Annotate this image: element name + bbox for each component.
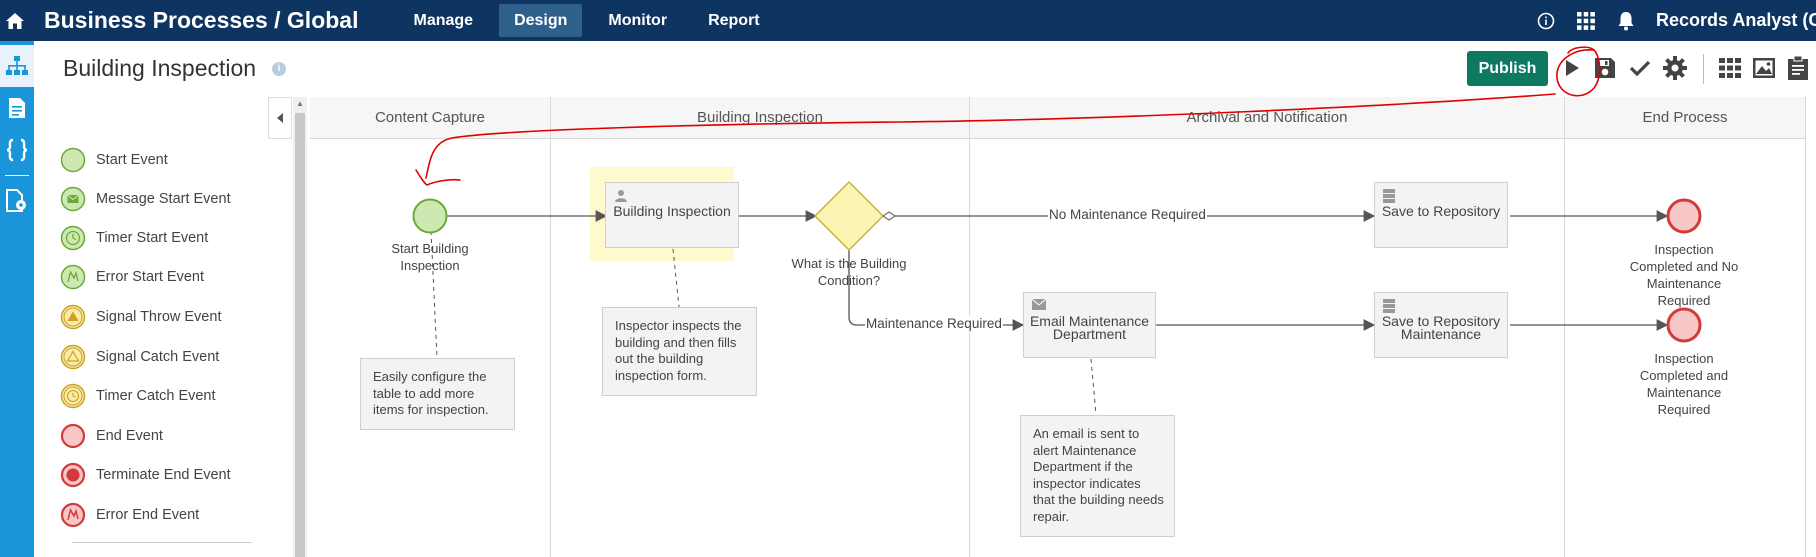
palette-start-event[interactable]: Start Event (60, 146, 168, 174)
process-canvas[interactable]: Content Capture Building Inspection Arch… (310, 97, 1816, 557)
gateway-label: What is the Building Condition? (791, 256, 907, 288)
info-icon[interactable] (1536, 11, 1556, 31)
title-info-icon[interactable]: i (272, 62, 286, 76)
main-nav: Manage Design Monitor Report (398, 0, 785, 41)
task-save-repository[interactable]: Save to Repository (1374, 182, 1508, 248)
palette-end-event[interactable]: End Event (60, 422, 163, 450)
end-event-2-label: Inspection Completed and Maintenance Req… (1639, 351, 1729, 417)
table-grid-icon[interactable] (1718, 56, 1742, 80)
publish-button[interactable]: Publish (1467, 51, 1548, 86)
service-task-icon (1383, 299, 1395, 313)
message-start-event-icon (60, 186, 86, 212)
image-icon[interactable] (1752, 56, 1776, 80)
user-task-icon (615, 190, 627, 202)
signal-throw-event-icon (60, 304, 86, 330)
annotation-start[interactable]: Easily configure the table to add more i… (360, 358, 515, 430)
annotation-inspection[interactable]: Inspector inspects the building and then… (602, 307, 757, 396)
palette-terminate-end-event[interactable]: Terminate End Event (60, 461, 231, 489)
palette-label: Message Start Event (96, 191, 231, 207)
error-end-event-icon (60, 502, 86, 528)
scrollbar-thumb[interactable] (295, 113, 305, 557)
palette-signal-throw-event[interactable]: Signal Throw Event (60, 303, 221, 331)
lane-divider (550, 97, 551, 557)
end-event-icon (60, 423, 86, 449)
palette-label: End Event (96, 428, 163, 444)
flow-label-no-maintenance[interactable]: No Maintenance Required (1048, 207, 1207, 222)
task-building-inspection[interactable]: Building Inspection (605, 182, 739, 248)
palette-label: Timer Catch Event (96, 388, 216, 404)
nav-design[interactable]: Design (499, 4, 583, 37)
settings-gear-icon[interactable] (1663, 56, 1687, 80)
left-rail (0, 41, 34, 557)
validate-check-icon[interactable] (1628, 56, 1652, 80)
home-icon[interactable] (0, 0, 30, 41)
palette-error-start-event[interactable]: Error Start Event (60, 263, 204, 291)
app-grid-icon[interactable] (1576, 11, 1596, 31)
bell-icon[interactable] (1616, 11, 1636, 31)
start-event[interactable] (412, 198, 448, 234)
end-event-1[interactable] (1666, 198, 1702, 234)
task-save-repository-maintenance[interactable]: Save to Repository Maintenance (1374, 292, 1508, 358)
palette-label: Error End Event (96, 507, 200, 523)
top-right-tools: Records Analyst (C (1536, 0, 1816, 41)
user-menu[interactable]: Records Analyst (C (1656, 10, 1816, 30)
lane-divider (1564, 97, 1565, 557)
palette-label: Error Start Event (96, 269, 204, 285)
code-braces-icon[interactable] (0, 129, 34, 171)
collapse-palette-button[interactable] (268, 97, 292, 139)
top-bar: Business Processes / Global Manage Desig… (0, 0, 1816, 41)
palette-message-start-event[interactable]: Message Start Event (60, 185, 231, 213)
process-map-icon[interactable] (0, 45, 34, 87)
document-icon[interactable] (0, 87, 34, 129)
nav-monitor[interactable]: Monitor (608, 12, 668, 29)
palette-timer-start-event[interactable]: Timer Start Event (60, 224, 208, 252)
start-event-label: Start Building Inspection (391, 241, 469, 273)
end-event-2[interactable] (1666, 307, 1702, 343)
run-icon[interactable] (1560, 56, 1584, 80)
palette-error-end-event[interactable]: Error End Event (60, 501, 199, 529)
task-label: Building Inspection (613, 203, 731, 219)
task-label: Save to Repository (1381, 203, 1501, 219)
clipboard-icon[interactable] (1786, 56, 1810, 80)
timer-catch-event-icon (60, 383, 86, 409)
document-settings-icon[interactable] (0, 180, 34, 222)
save-icon[interactable] (1593, 56, 1617, 80)
rail-divider (5, 175, 29, 176)
task-email-maintenance[interactable]: Email Maintenance Department (1023, 292, 1156, 358)
task-label: Save to Repository Maintenance (1381, 313, 1501, 342)
app-title: Business Processes / Global (44, 7, 359, 33)
annotation-email[interactable]: An email is sent to alert Maintenance De… (1020, 415, 1175, 537)
palette-label: Terminate End Event (96, 467, 231, 483)
timer-start-event-icon (60, 225, 86, 251)
flow-label-maintenance[interactable]: Maintenance Required (865, 316, 1003, 331)
palette-label: Timer Start Event (96, 230, 209, 246)
palette-signal-catch-event[interactable]: Signal Catch Event (60, 343, 219, 371)
service-task-icon (1383, 189, 1395, 203)
error-start-event-icon (60, 264, 86, 290)
chevron-left-icon (277, 113, 283, 123)
page-title: Building Inspection (63, 55, 257, 81)
exclusive-gateway[interactable] (813, 180, 885, 252)
nav-manage[interactable]: Manage (413, 12, 474, 29)
signal-catch-event-icon (60, 344, 86, 370)
palette-label: Signal Catch Event (96, 349, 220, 365)
end-event-1-label: Inspection Completed and No Maintenance … (1629, 242, 1739, 308)
nav-report[interactable]: Report (708, 12, 760, 29)
palette-timer-catch-event[interactable]: Timer Catch Event (60, 382, 216, 410)
palette-divider (72, 542, 252, 543)
terminate-end-event-icon (60, 462, 86, 488)
email-task-icon (1032, 299, 1046, 310)
palette-label: Signal Throw Event (96, 309, 222, 325)
scroll-up-arrow[interactable]: ▲ (296, 99, 304, 108)
task-label: Email Maintenance Department (1029, 313, 1150, 342)
toolbar-divider (1703, 54, 1704, 84)
lane-divider (1805, 97, 1806, 557)
start-event-icon (60, 147, 86, 173)
lane-header-end-process[interactable]: End Process (1565, 97, 1805, 139)
palette-label: Start Event (96, 152, 168, 168)
